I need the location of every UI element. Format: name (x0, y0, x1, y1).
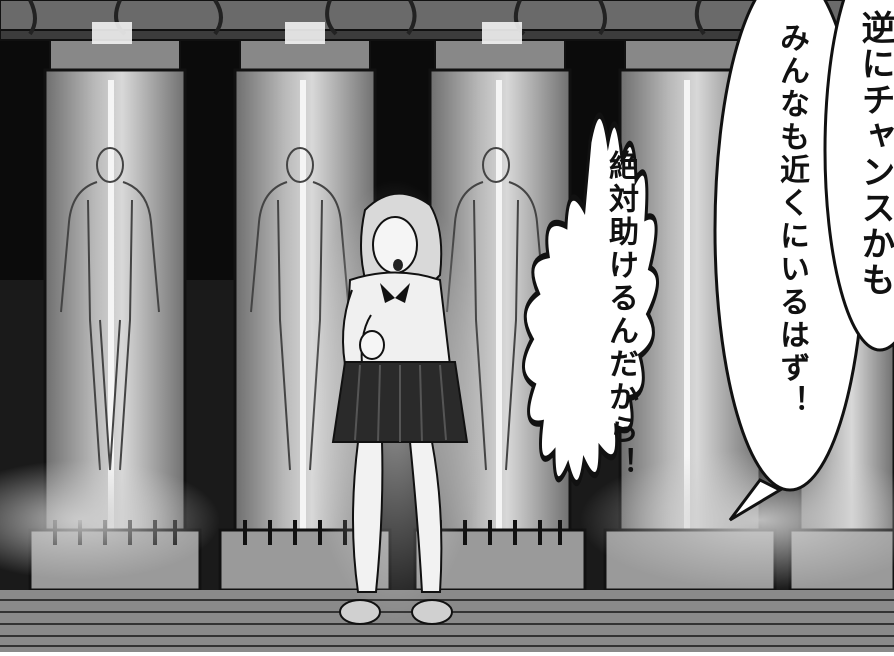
floor-fog (580, 450, 894, 590)
stasis-pod-1 (28, 22, 202, 592)
speech-text-middle: みんなも近くにいるはず！ (774, 22, 809, 418)
speech-bubble-middle-tail (728, 478, 784, 522)
floor-fog (0, 460, 220, 580)
speech-bubble-left (522, 112, 659, 487)
figure-in-pod-2 (250, 147, 350, 471)
figure-in-pod-1 (60, 147, 160, 471)
speech-bubble-right (823, 0, 894, 352)
figure-in-pod-3 (446, 147, 546, 471)
speech-text-right: 逆にチャンスかも (855, 10, 894, 298)
girl-character (305, 180, 485, 625)
speech-text-left: 絶対助けるんだから！ (603, 150, 638, 480)
